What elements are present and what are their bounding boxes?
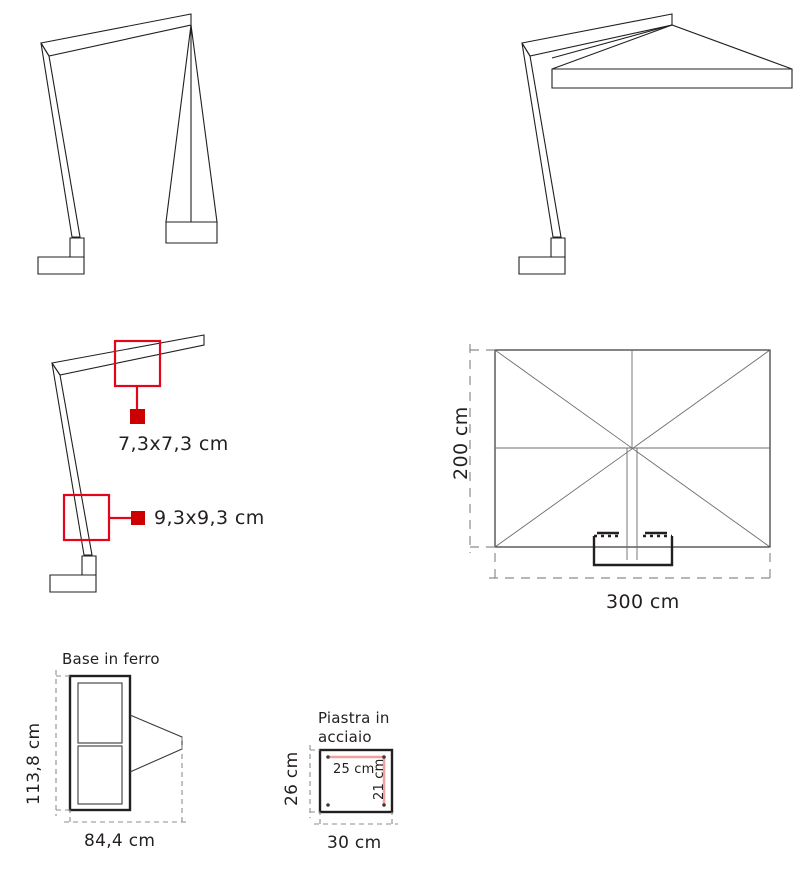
plan-height-label: 200 cm bbox=[450, 406, 472, 480]
plate-height-label: 26 cm bbox=[282, 751, 302, 806]
callout-upper-arm-label: 7,3x7,3 cm bbox=[118, 433, 229, 455]
callout-lower-pole bbox=[62, 493, 145, 542]
view-elevation-closed bbox=[37, 13, 218, 275]
plate-title-line1: Piastra in bbox=[318, 709, 390, 727]
plate-inner-width-label: 25 cm bbox=[333, 762, 375, 777]
callout-lower-pole-label: 9,3x9,3 cm bbox=[154, 507, 265, 529]
base-width-label: 84,4 cm bbox=[84, 831, 156, 851]
view-elevation-open bbox=[518, 13, 793, 275]
plate-title-line2: acciaio bbox=[318, 728, 372, 746]
view-plan-canopy bbox=[469, 344, 776, 579]
view-elevation-profiles bbox=[49, 334, 205, 593]
plate-inner-height-label: 21 cm bbox=[372, 758, 387, 801]
callout-upper-arm bbox=[113, 339, 162, 424]
plan-width-label: 300 cm bbox=[606, 591, 680, 613]
view-piastra-in-acciaio bbox=[309, 745, 398, 825]
base-title: Base in ferro bbox=[62, 650, 160, 668]
plate-width-label: 30 cm bbox=[327, 833, 382, 853]
base-height-label: 113,8 cm bbox=[24, 722, 44, 805]
view-base-in-ferro bbox=[55, 670, 188, 823]
